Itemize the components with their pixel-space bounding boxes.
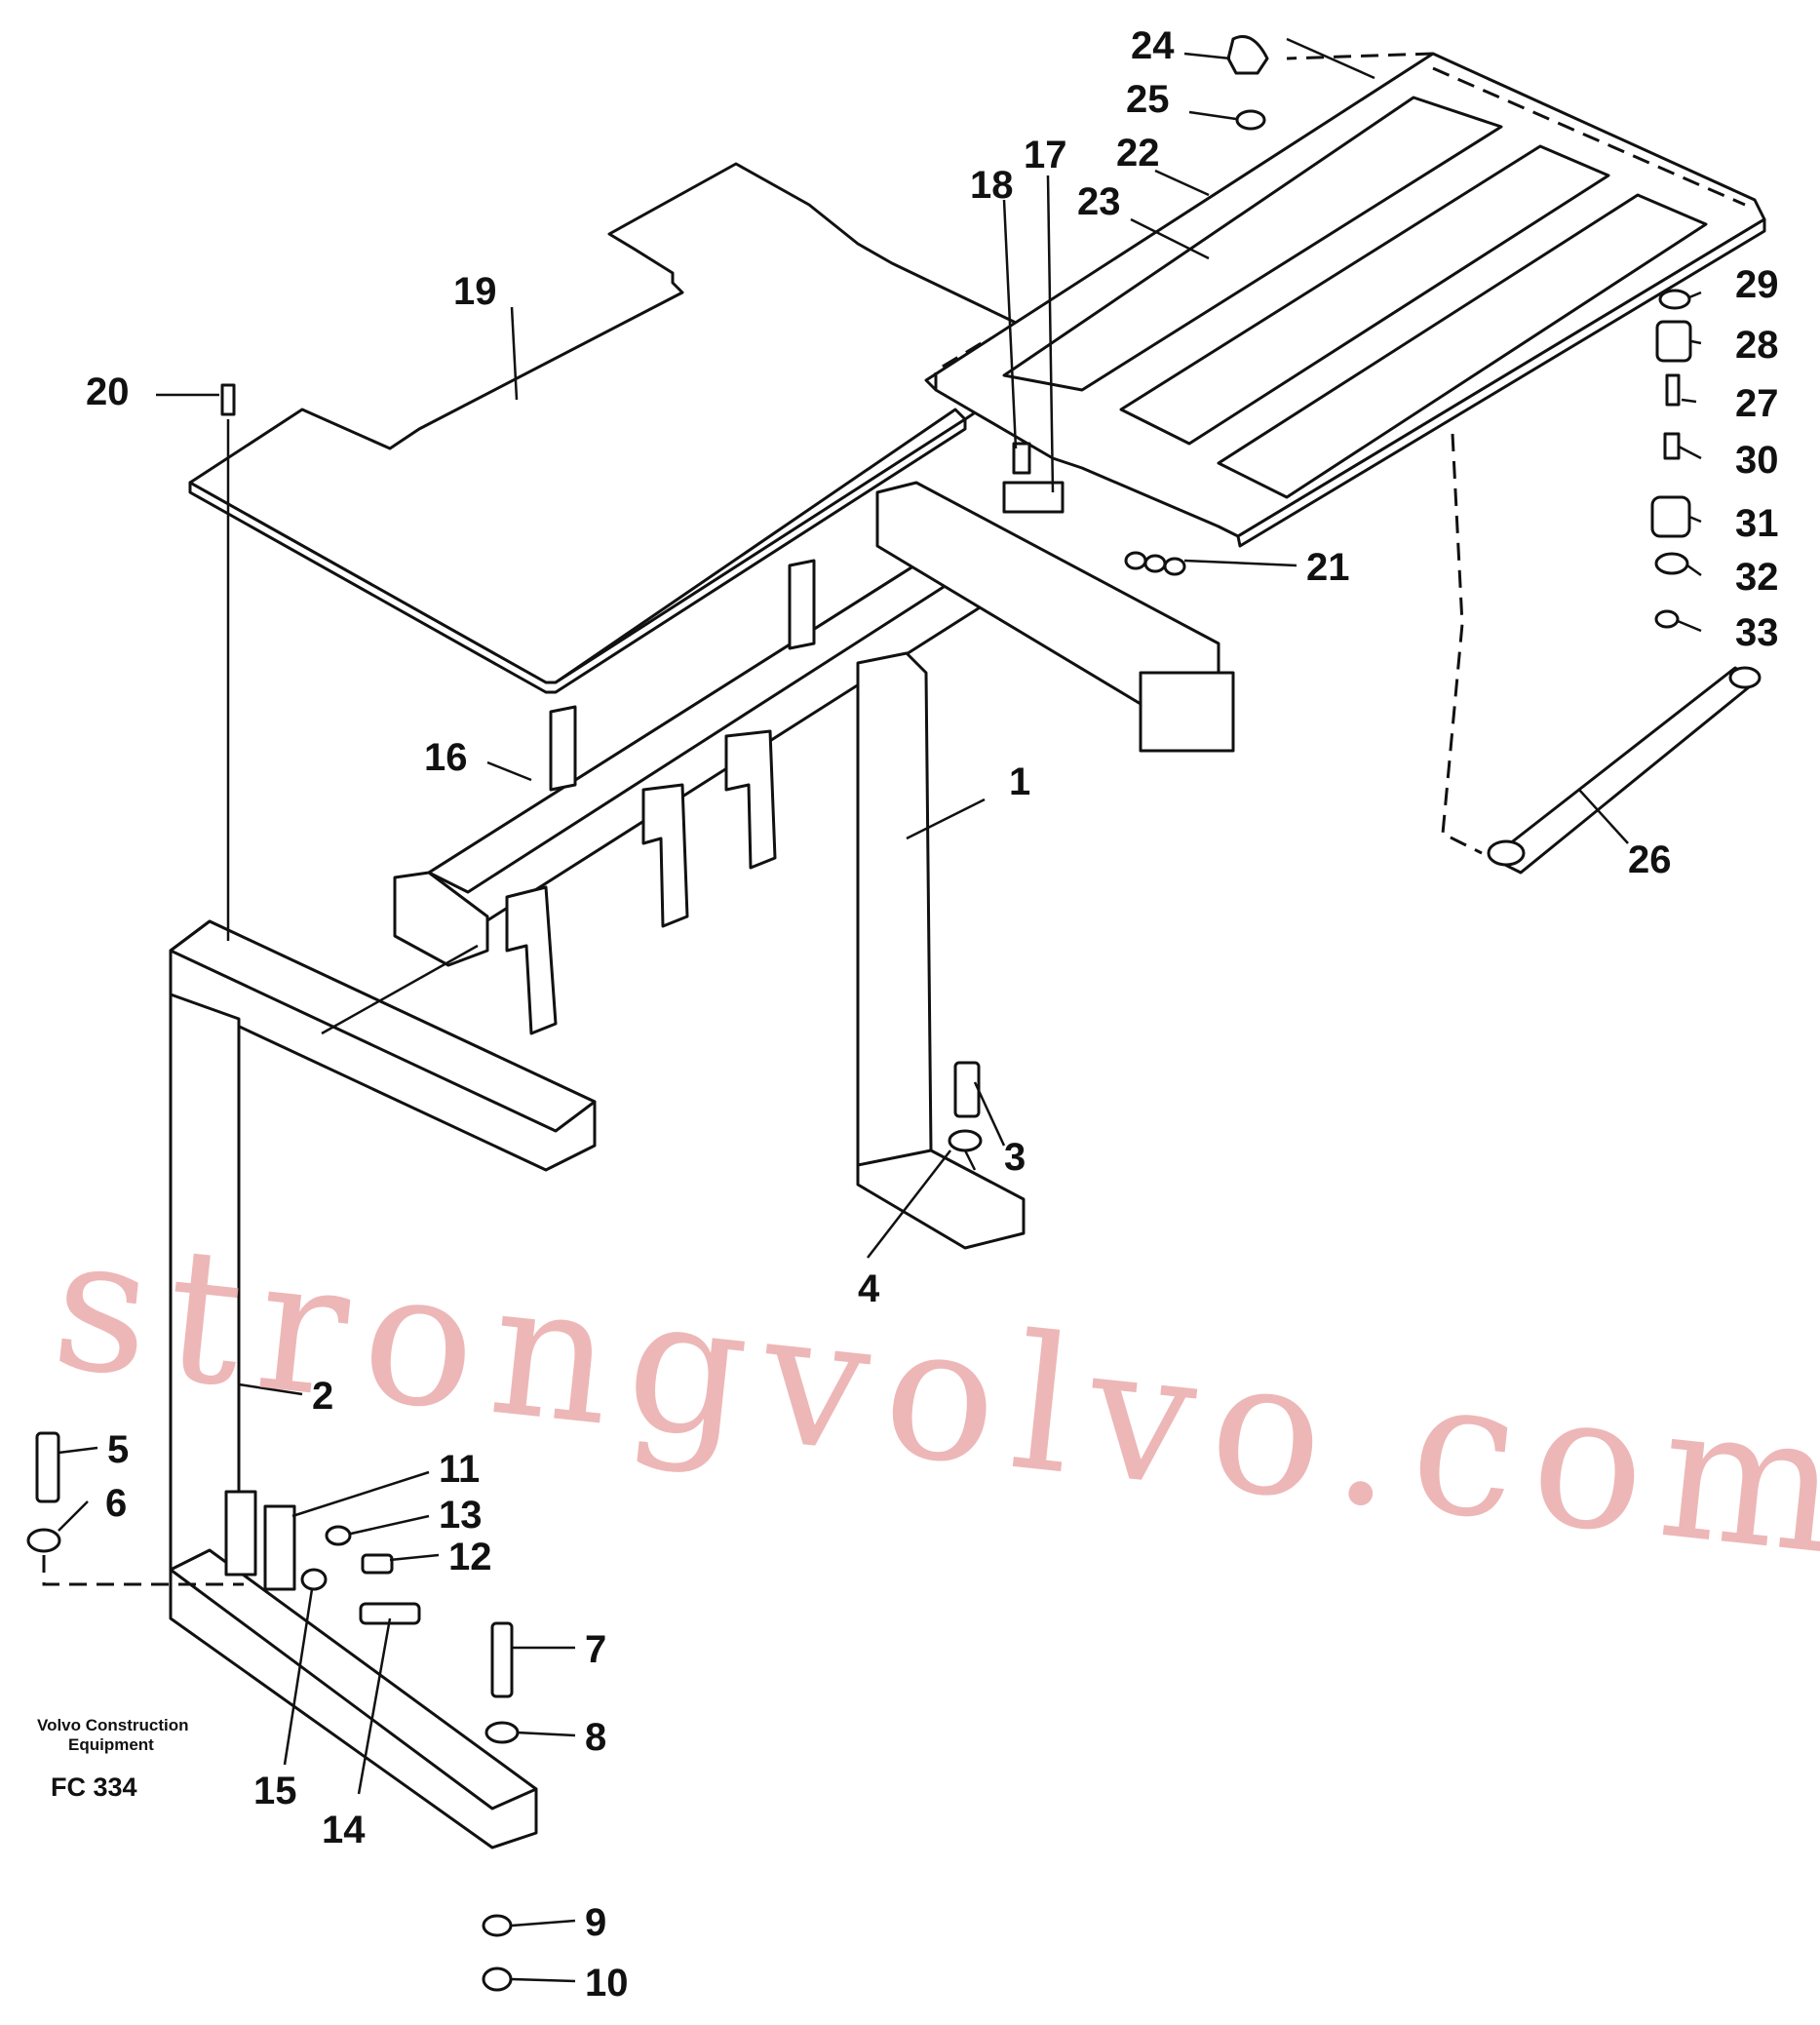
callout-19: 19 — [453, 270, 497, 313]
upright-1-foot — [856, 1149, 1026, 1250]
callout-21: 21 — [1306, 546, 1350, 589]
callout-4: 4 — [858, 1267, 880, 1310]
washer-9 — [482, 1914, 513, 1937]
callout-24: 24 — [1131, 24, 1175, 67]
floor-plate-22-edge — [1236, 217, 1766, 548]
callout-16: 16 — [424, 736, 468, 779]
axis-front — [321, 944, 479, 1035]
bolt-12 — [361, 1553, 394, 1575]
washer-25 — [1235, 109, 1266, 131]
hinge-plate-11 — [224, 1490, 257, 1577]
clip-16 — [549, 705, 577, 792]
callout-labels: 1 2 3 4 5 6 7 8 9 10 11 12 13 14 15 16 1… — [86, 24, 1779, 2005]
callout-30: 30 — [1735, 439, 1779, 482]
callout-5: 5 — [107, 1428, 129, 1471]
washer-15 — [300, 1568, 328, 1591]
callout-12: 12 — [448, 1536, 492, 1578]
washer-21b — [1143, 554, 1167, 573]
axis-4 — [963, 1149, 977, 1171]
front-frame-top-face — [169, 919, 597, 1133]
bolt-3 — [953, 1061, 981, 1118]
washer-6 — [26, 1528, 61, 1553]
stay-rod-eye-upper — [1728, 666, 1762, 689]
bolt-18 — [1012, 442, 1031, 475]
callout-22: 22 — [1116, 132, 1160, 175]
bolt-27 — [1665, 373, 1681, 407]
callout-13: 13 — [439, 1494, 483, 1537]
callout-10: 10 — [585, 1962, 629, 2005]
floor-mat-23c — [1217, 193, 1708, 499]
callout-26: 26 — [1628, 838, 1672, 881]
manufacturer-line-2: Equipment — [68, 1735, 154, 1754]
hidden-edge-22 — [934, 52, 1746, 390]
side-upright-1 — [856, 651, 933, 1172]
axis-25 — [1286, 37, 1375, 80]
washer-21a — [1124, 551, 1147, 570]
callout-9: 9 — [585, 1901, 606, 1944]
callout-32: 32 — [1735, 556, 1779, 599]
callout-14: 14 — [322, 1809, 366, 1851]
callout-33: 33 — [1735, 611, 1779, 654]
callout-7: 7 — [585, 1628, 606, 1671]
callout-15: 15 — [253, 1770, 297, 1812]
callout-17: 17 — [1024, 134, 1067, 176]
callout-1: 1 — [1009, 760, 1030, 803]
bolt-20 — [220, 383, 236, 416]
callout-28: 28 — [1735, 324, 1779, 367]
callout-3: 3 — [1004, 1136, 1026, 1179]
washer-21c — [1163, 557, 1186, 576]
nut-33 — [1654, 609, 1680, 629]
floor-plate-19-edge — [188, 417, 967, 694]
washer-8 — [484, 1721, 520, 1744]
hinge-plate-13 — [263, 1504, 296, 1591]
callout-31: 31 — [1735, 502, 1779, 545]
clip-upper — [788, 559, 816, 650]
leader-lines — [58, 52, 1702, 1983]
callout-23: 23 — [1077, 180, 1121, 223]
callout-8: 8 — [585, 1716, 606, 1759]
rubber-mount-31 — [1650, 495, 1691, 538]
figure-code: FC 334 — [51, 1772, 137, 1802]
front-bracket — [393, 871, 489, 967]
stay-rod-eye-lower — [1487, 839, 1526, 867]
spring-30 — [1663, 432, 1681, 460]
washer-32 — [1654, 552, 1689, 575]
floor-mat-23a-shape — [1002, 96, 1503, 392]
callout-27: 27 — [1735, 382, 1779, 425]
hook-bracket-a — [505, 885, 558, 1035]
floor-plate-19 — [188, 162, 1094, 684]
washer-29 — [1658, 289, 1691, 310]
callout-6: 6 — [105, 1482, 127, 1525]
knob-24 — [1226, 35, 1269, 75]
front-frame-bottom-face — [169, 1548, 538, 1811]
floor-mat-23b — [1119, 144, 1610, 446]
bolt-5 — [35, 1431, 60, 1503]
callout-29: 29 — [1735, 263, 1779, 306]
callout-11: 11 — [439, 1448, 480, 1491]
bolt-7 — [490, 1621, 514, 1698]
manufacturer-line-1: Volvo Construction — [37, 1716, 189, 1734]
washer-13 — [325, 1525, 352, 1546]
link-26-dashed — [1441, 433, 1483, 855]
stay-rod-26 — [1490, 666, 1757, 875]
rear-bracket — [1139, 671, 1235, 753]
callout-2: 2 — [312, 1375, 333, 1418]
washer-4 — [948, 1129, 983, 1152]
callout-18: 18 — [970, 164, 1014, 207]
hook-bracket-b — [641, 783, 689, 928]
link-6-dashed — [42, 1555, 244, 1586]
bushing-28 — [1655, 320, 1692, 363]
watermark-text: strongvolvo.com — [44, 1194, 1820, 1598]
nut-10 — [482, 1967, 513, 1992]
hook-bracket-c — [724, 729, 777, 870]
callout-20: 20 — [86, 370, 130, 413]
callout-25: 25 — [1126, 78, 1170, 121]
